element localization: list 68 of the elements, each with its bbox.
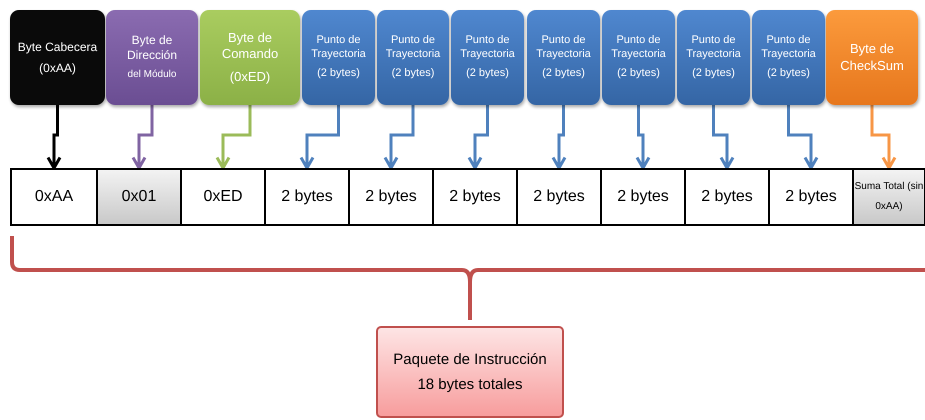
byte-field-cell [684, 168, 770, 226]
arrow [636, 105, 650, 170]
arrow [132, 105, 154, 170]
arrow [46, 105, 62, 170]
field-title: Punto de Trayectoria [760, 34, 817, 62]
field-detail: del Módulo [128, 69, 176, 82]
byte-field-cell [432, 168, 518, 226]
field-value: 2 bytes [533, 188, 585, 206]
byte-field-cell [96, 168, 182, 226]
field-label-box [752, 10, 825, 105]
packet-summary-box [376, 326, 564, 418]
arrow [712, 105, 734, 170]
field-value: 2 bytes [281, 188, 333, 206]
field-label-box [826, 10, 918, 105]
field-title: Byte de CheckSum [839, 41, 905, 74]
field-title: Punto de Trayectoria [459, 34, 516, 62]
byte-field-cell [180, 168, 266, 226]
field-label-box [677, 10, 750, 105]
field-title: Punto de Trayectoria [384, 34, 442, 62]
byte-field-cell [10, 168, 98, 226]
field-title: Punto de Trayectoria [610, 34, 667, 62]
byte-field-cell [852, 168, 925, 226]
field-label-box [200, 10, 300, 105]
arrow [216, 105, 252, 170]
field-detail: (2 bytes) [542, 67, 585, 82]
field-title: Byte de Comando [220, 30, 280, 63]
field-label-box [302, 10, 375, 105]
field-value: 0x01 [122, 188, 156, 206]
field-detail: (2 bytes) [392, 67, 434, 82]
field-label-box [527, 10, 600, 105]
field-title: Punto de Trayectoria [685, 34, 742, 62]
byte-field-cell [348, 168, 434, 226]
byte-field-cell [600, 168, 686, 226]
field-title: Paquete de Instrucción [393, 351, 547, 368]
field-detail: (2 bytes) [692, 67, 735, 82]
field-detail: (2 bytes) [617, 67, 660, 82]
byte-field-cell [264, 168, 350, 226]
field-label-box [377, 10, 449, 105]
field-value: 2 bytes [785, 188, 837, 206]
field-value: 0xED [203, 188, 243, 206]
field-value: 2 bytes [701, 188, 753, 206]
field-title: Punto de Trayectoria [535, 34, 592, 62]
field-detail: (0xED) [230, 68, 270, 85]
field-value: 2 bytes [365, 188, 417, 206]
field-detail: (2 bytes) [317, 67, 360, 82]
field-title: Punto de Trayectoria [310, 34, 367, 62]
field-detail: (0xAA) [39, 60, 76, 76]
field-label-box [106, 10, 198, 105]
field-title: Byte Cabecera [18, 40, 98, 54]
field-detail: 18 bytes totales [417, 376, 523, 393]
arrow [870, 105, 896, 170]
field-detail: (2 bytes) [767, 67, 810, 82]
field-value: 2 bytes [617, 188, 669, 206]
field-value: 0xAA [34, 188, 74, 206]
field-value: Suma Total (sin 0xAA) [854, 180, 924, 214]
arrow [787, 105, 818, 170]
field-label-box [451, 10, 524, 105]
byte-field-cell [516, 168, 602, 226]
byte-field-cell [768, 168, 854, 226]
arrow [300, 105, 340, 170]
arrow [552, 105, 566, 170]
field-detail: (2 bytes) [466, 67, 509, 82]
arrow [468, 105, 489, 170]
field-label-box [602, 10, 675, 105]
field-label-box [10, 10, 105, 105]
arrow [384, 105, 414, 170]
field-title: Byte de Dirección [126, 33, 178, 64]
field-value: 2 bytes [449, 188, 501, 206]
